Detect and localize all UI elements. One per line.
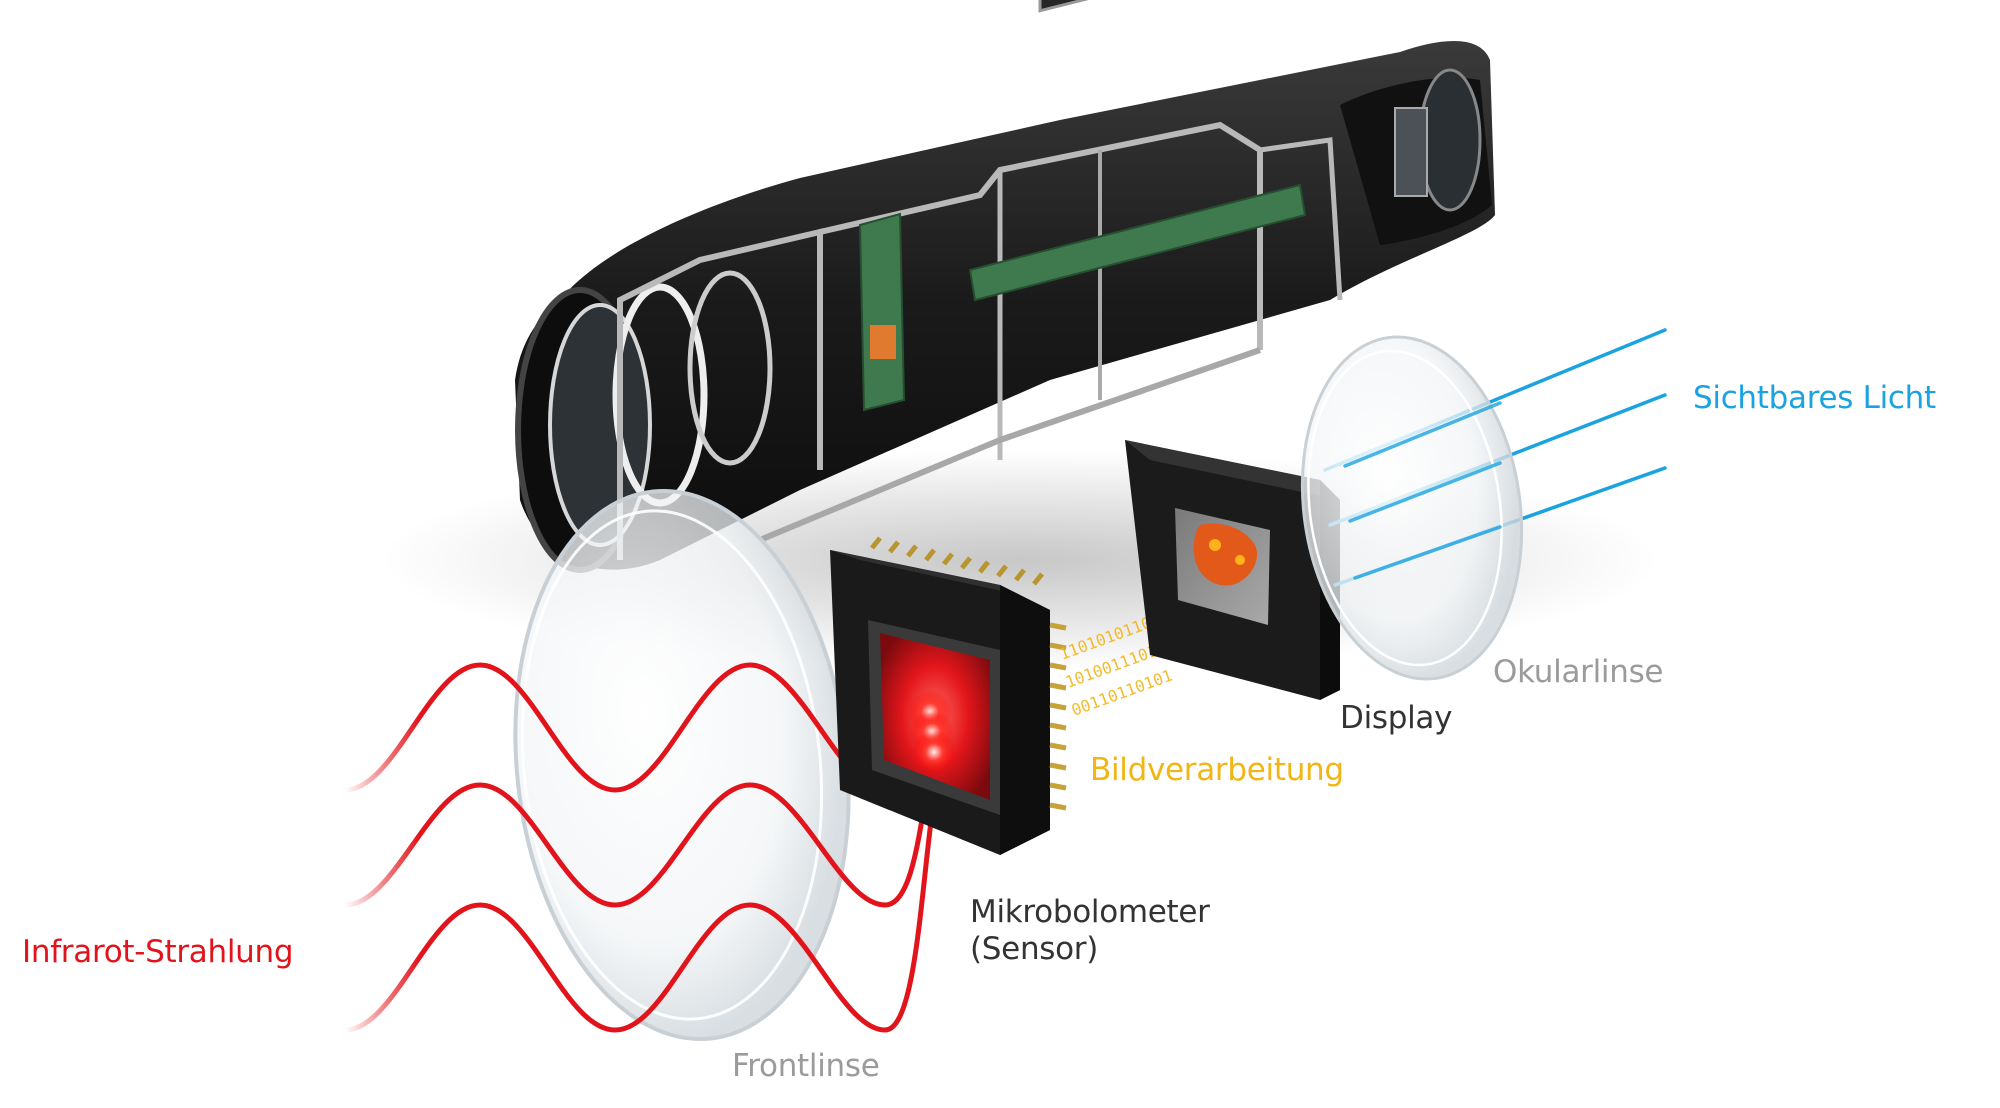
label-sensor: Mikrobolometer (Sensor)	[970, 894, 1210, 968]
label-sensor-line1: Mikrobolometer	[970, 894, 1210, 930]
display-module-icon	[1125, 440, 1340, 700]
label-display: Display	[1340, 700, 1453, 736]
label-infrared: Infrarot-Strahlung	[22, 934, 294, 970]
ocular-lens-icon	[1300, 335, 1524, 681]
microbolometer-chip-icon	[830, 536, 1067, 855]
label-ocular-lens: Okularlinse	[1493, 654, 1664, 690]
label-visible-light: Sichtbares Licht	[1693, 380, 1936, 416]
label-front-lens: Frontlinse	[732, 1048, 880, 1084]
label-sensor-line2: (Sensor)	[970, 931, 1099, 968]
label-image-processing: Bildverarbeitung	[1090, 752, 1344, 788]
visible-light-rays-front	[1343, 401, 1502, 580]
thermal-monocular-cutaway-icon	[515, 0, 1495, 573]
